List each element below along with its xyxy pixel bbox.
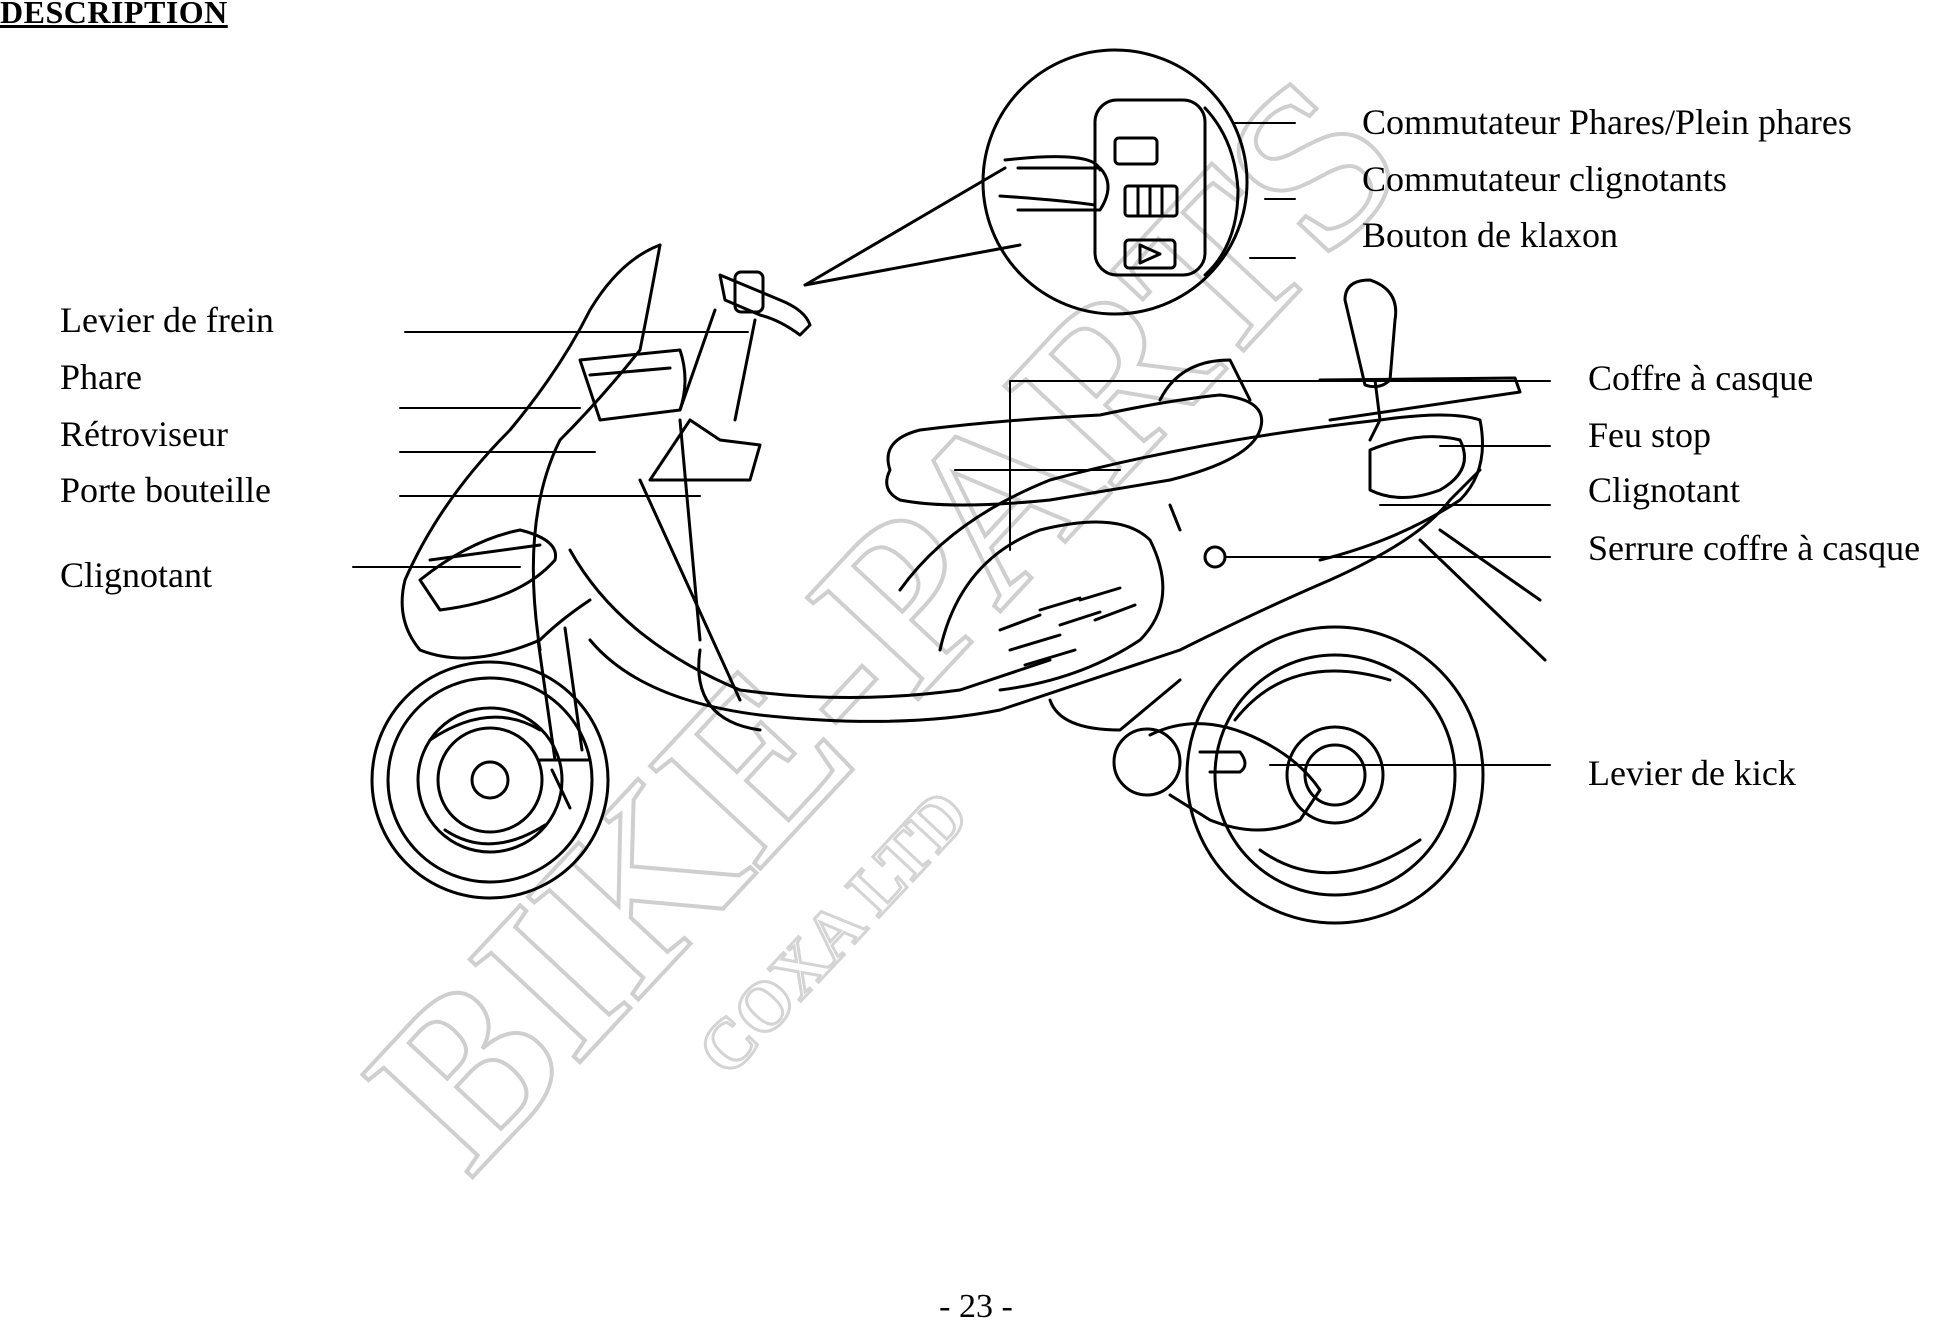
backrest (1343, 278, 1398, 442)
label-coffre-casque: Coffre à casque (1588, 358, 1814, 398)
label-commutateur-clignotants: Commutateur clignotants (1362, 159, 1727, 199)
label-feu-stop: Feu stop (1588, 415, 1712, 455)
page-heading: DESCRIPTION (0, 0, 228, 30)
label-porte-bouteille: Porte bouteille (60, 470, 271, 510)
label-levier-kick: Levier de kick (1588, 753, 1796, 793)
floorboard (568, 418, 1482, 732)
label-bouton-klaxon: Bouton de klaxon (1362, 215, 1618, 255)
front-wheel (370, 660, 610, 900)
seat (885, 358, 1263, 532)
label-levier-frein: Levier de frein (60, 300, 274, 340)
front-body (400, 243, 687, 660)
label-phare: Phare (60, 357, 142, 397)
front-fork (536, 626, 592, 810)
rear-wheel (1185, 625, 1485, 925)
label-clignotant-avant: Clignotant (60, 555, 212, 595)
switch-magnifier (803, 48, 1249, 316)
rear-body (898, 376, 1547, 692)
label-commutateur-phares: Commutateur Phares/Plein phares (1362, 102, 1852, 142)
page-number: - 23 - (939, 1288, 1013, 1325)
leader-lines (352, 122, 1551, 766)
label-retroviseur: Rétroviseur (60, 414, 228, 454)
steering-column (648, 270, 812, 482)
label-clignotant-arriere: Clignotant (1588, 470, 1740, 510)
label-serrure-coffre: Serrure coffre à casque (1588, 528, 1921, 568)
